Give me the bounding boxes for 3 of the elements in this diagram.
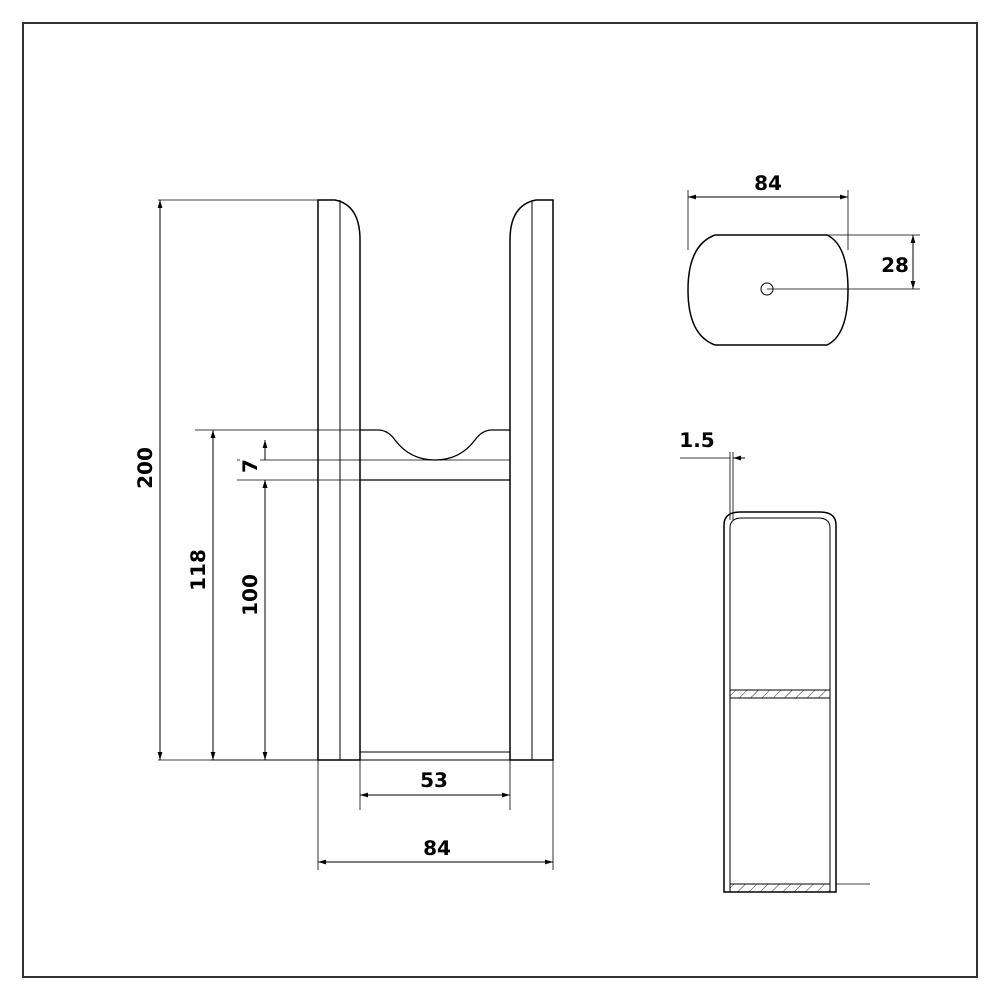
dimension-label: 84 xyxy=(421,838,453,858)
dimension-label: 84 xyxy=(752,173,784,193)
dimension-label: 7 xyxy=(240,457,260,475)
